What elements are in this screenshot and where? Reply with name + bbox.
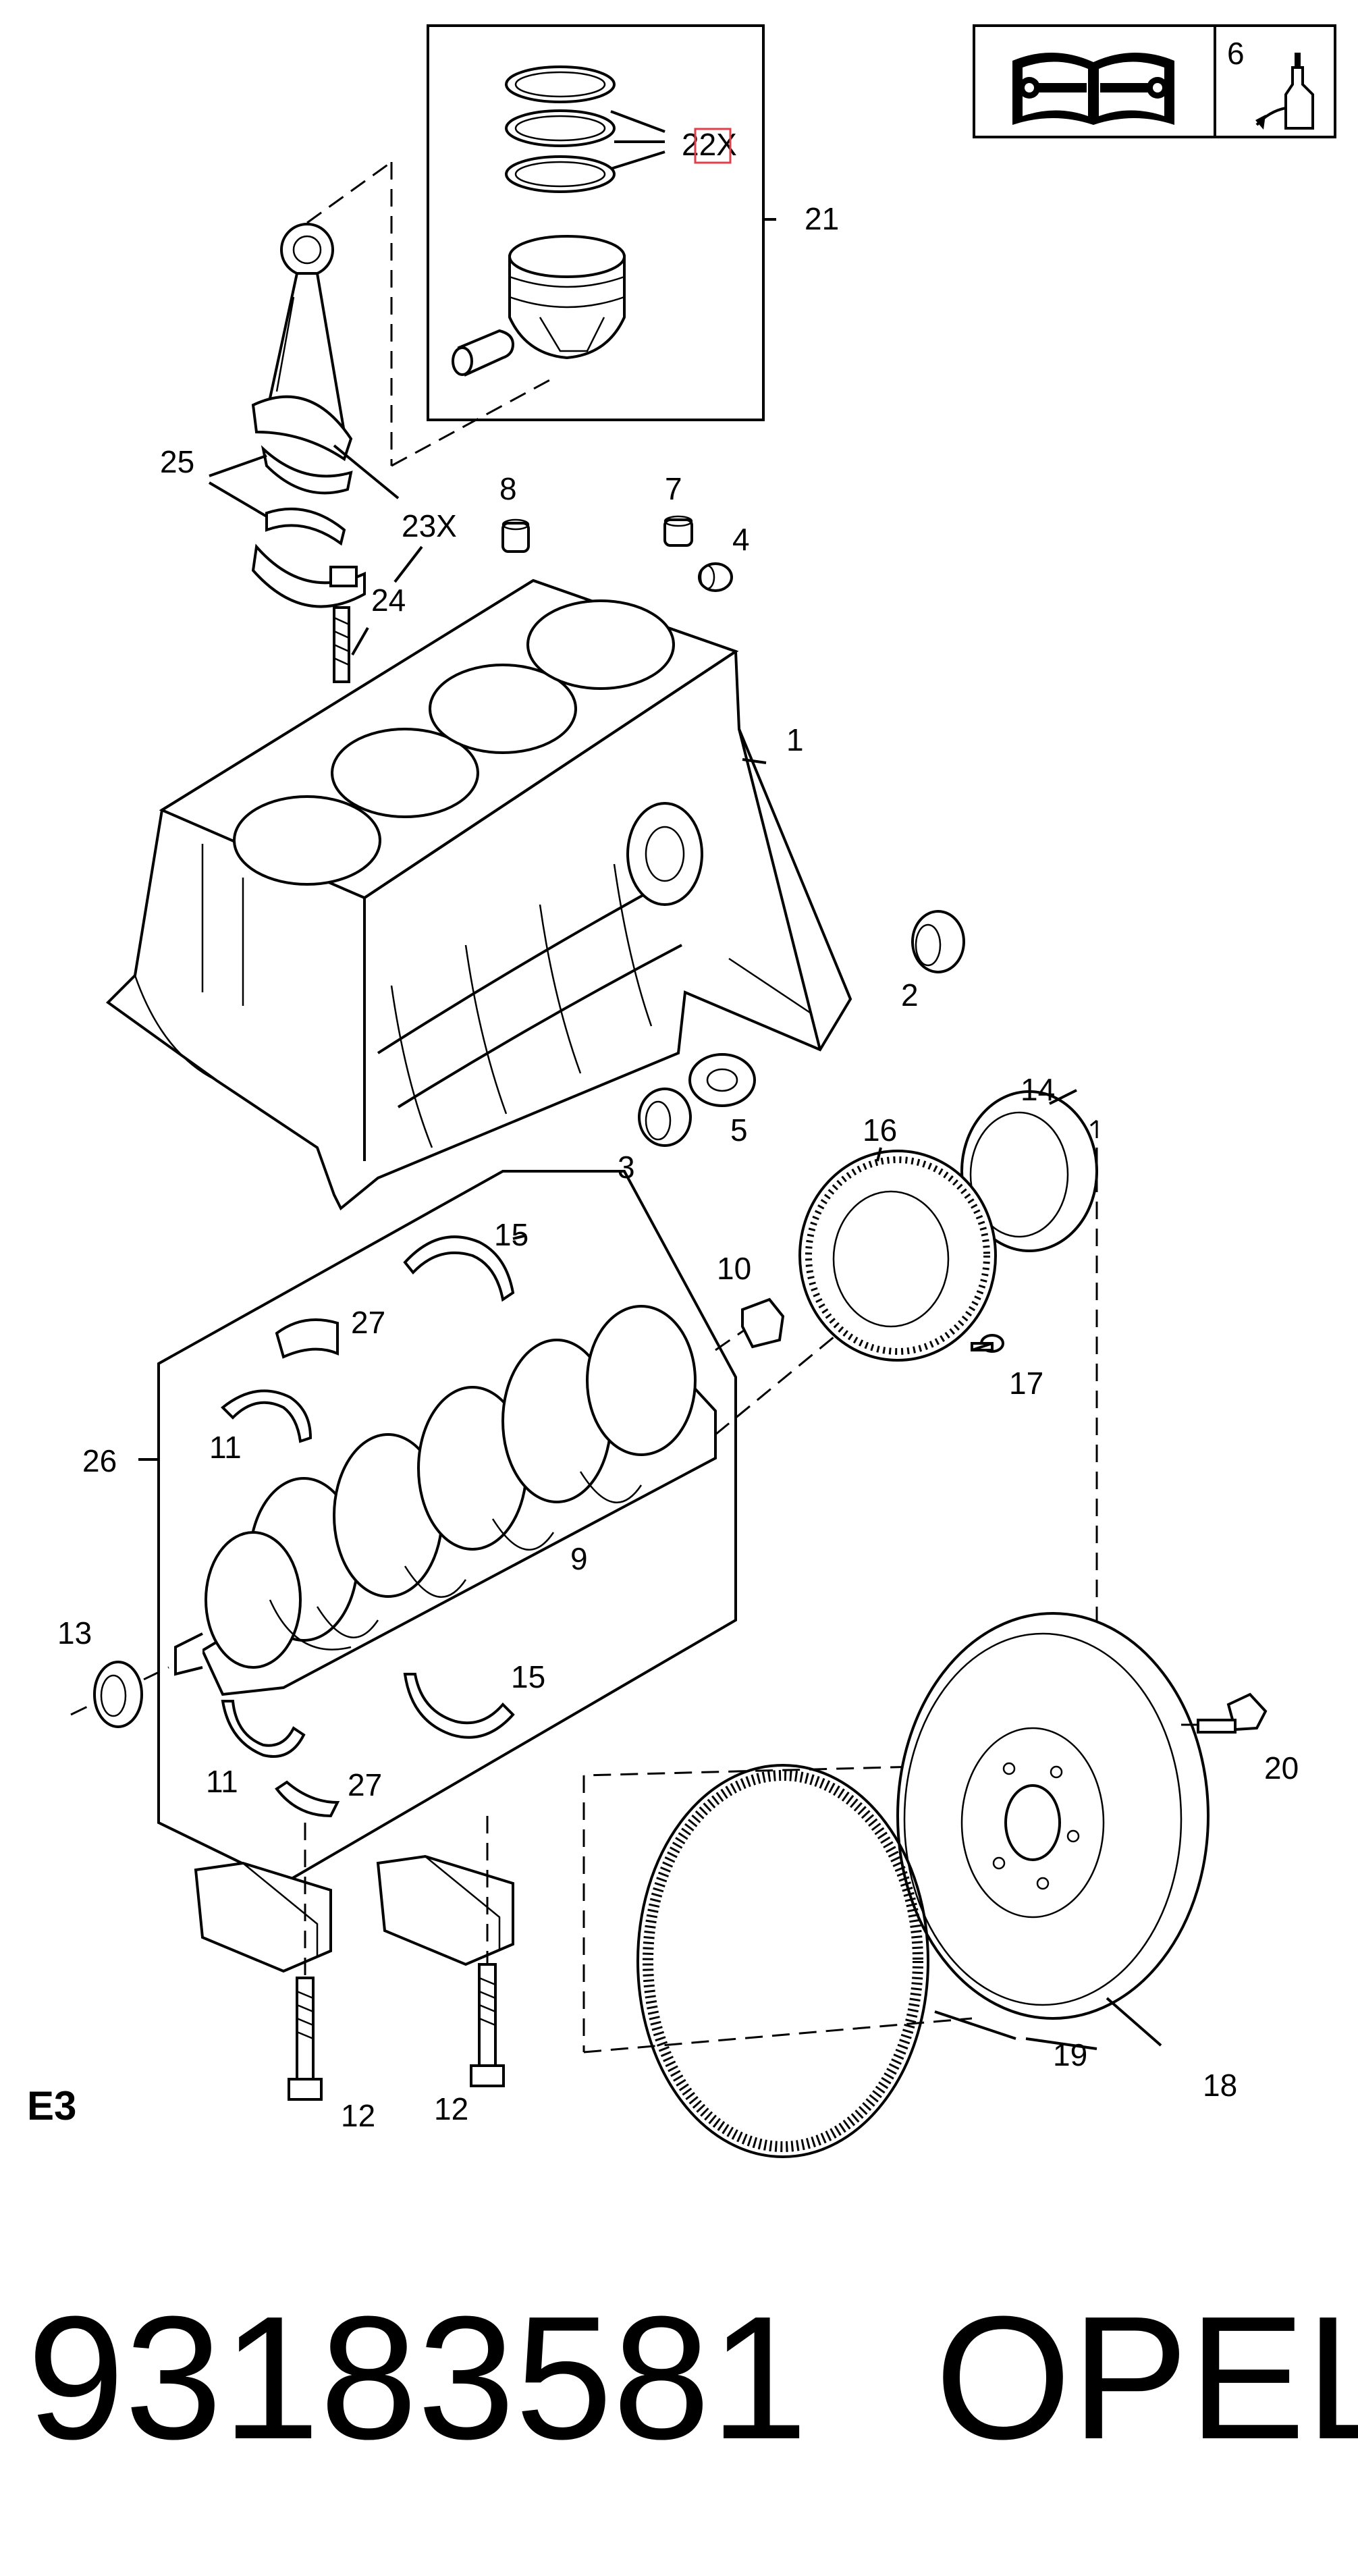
- callout-5: 5: [730, 1112, 748, 1148]
- callout-7: 7: [665, 471, 682, 506]
- callout-9: 9: [570, 1541, 588, 1576]
- bearing-cap-bolt-left: [288, 1977, 323, 2101]
- callout-27-top: 27: [351, 1305, 385, 1340]
- main-bearing-shell-15b: [403, 1673, 515, 1739]
- callout-labels: 1 2 3 4 5 6 7 8 9 10 11 11 12 12 13 14 1…: [57, 36, 1299, 2133]
- sealant-bottle-icon: [1255, 53, 1314, 130]
- piston: [508, 235, 626, 360]
- callout-21: 21: [805, 201, 839, 236]
- piston-kit-box: [427, 24, 776, 421]
- bearing-cap-left: [194, 1861, 332, 1973]
- callout-12-left: 12: [341, 2098, 375, 2133]
- callout-15-bottom: 15: [511, 1659, 545, 1694]
- icon-box: [973, 24, 1336, 138]
- callout-19: 19: [1053, 2037, 1087, 2072]
- crankshaft: [174, 1305, 717, 1696]
- connecting-rod: [251, 223, 353, 462]
- callout-24: 24: [371, 583, 406, 618]
- callout-2: 2: [901, 977, 919, 1013]
- part-number: 93183581: [27, 2280, 808, 2476]
- callout-16: 16: [863, 1112, 897, 1148]
- gasket-5: [688, 1053, 756, 1107]
- repair-manual-icon: [1012, 52, 1174, 125]
- sleeve-10: [741, 1297, 785, 1349]
- conrod-bolt: [333, 606, 350, 683]
- crankshaft-kit-box: [138, 1170, 737, 1885]
- reluctor-ring: [798, 1150, 997, 1362]
- callout-20: 20: [1264, 1750, 1299, 1786]
- brand-name: OPEL: [935, 2280, 1358, 2476]
- callout-1: 1: [786, 722, 804, 757]
- dowel-7: [663, 515, 693, 547]
- callout-17: 17: [1009, 1366, 1043, 1401]
- flywheel: [896, 1612, 1210, 2020]
- callout-11-top: 11: [209, 1430, 242, 1465]
- section-code: E3: [27, 2083, 76, 2128]
- main-bearing-shell-15a: [403, 1235, 515, 1302]
- callout-12-right: 12: [434, 2091, 468, 2126]
- rear-main-seal-housing: [960, 1090, 1098, 1252]
- thrust-washer-27b: [275, 1780, 340, 1818]
- cylinder-block: [105, 579, 852, 1211]
- thrust-washer-27a: [275, 1318, 339, 1359]
- seal-2: [911, 910, 965, 973]
- callout-10: 10: [717, 1251, 751, 1286]
- flywheel-bolt: [1197, 1692, 1268, 1734]
- callout-26: 26: [82, 1443, 117, 1478]
- callout-11-bottom: 11: [206, 1764, 238, 1799]
- plug-4: [698, 562, 733, 592]
- bearing-cap-bolt-right: [470, 1963, 505, 2087]
- main-bearing-shell-11a: [221, 1389, 313, 1443]
- callout-14: 14: [1021, 1072, 1055, 1107]
- callout-22x: 22X: [682, 127, 737, 162]
- callout-4: 4: [732, 522, 750, 557]
- callout-3: 3: [618, 1150, 635, 1185]
- callout-27-bottom: 27: [348, 1767, 382, 1802]
- seal-3: [638, 1088, 692, 1147]
- callout-25: 25: [160, 444, 194, 479]
- conrod-cap: [251, 543, 366, 608]
- callout-23x: 23X: [402, 508, 457, 543]
- piston-rings: [505, 65, 666, 193]
- rear-oil-seal: [93, 1661, 143, 1728]
- conrod-bearing-shells: [261, 445, 353, 546]
- callout-22x-highlight: [694, 128, 732, 164]
- callout-8: 8: [499, 471, 517, 506]
- piston-pin: [452, 329, 515, 377]
- callout-6: 6: [1227, 36, 1245, 71]
- callout-15-top: 15: [494, 1217, 528, 1252]
- callout-13: 13: [57, 1615, 92, 1651]
- bearing-cap-right: [376, 1854, 514, 1966]
- main-bearing-shell-11b: [221, 1700, 306, 1758]
- starter-ring-gear: [636, 1764, 929, 2158]
- dowel-8: [501, 518, 530, 553]
- callout-18: 18: [1203, 2068, 1237, 2103]
